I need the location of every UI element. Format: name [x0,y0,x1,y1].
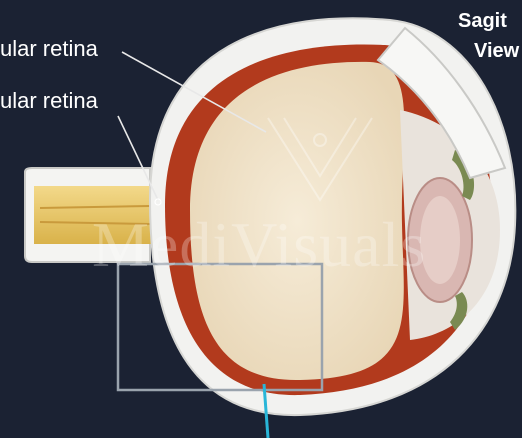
view-title-line-2: View [474,40,519,63]
watermark-text: MediVisuals [92,208,426,282]
view-title-line-1: Sagit [458,10,507,33]
label-retina-1: ular retina [0,36,98,62]
label-retina-2: ular retina [0,88,98,114]
